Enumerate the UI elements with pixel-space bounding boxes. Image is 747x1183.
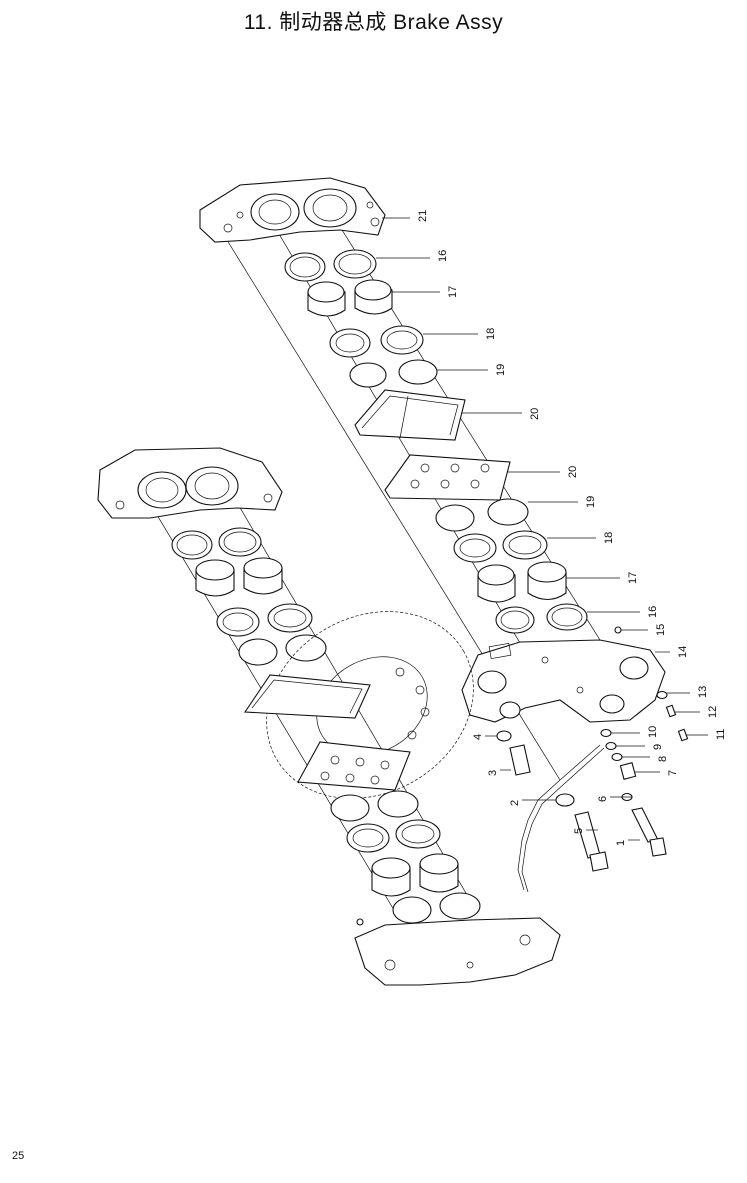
callout-5: 5 xyxy=(573,828,585,834)
brake-pad-upper xyxy=(354,389,466,441)
leader-lines xyxy=(376,217,708,841)
seal-ring-pair xyxy=(284,249,377,282)
callout-15: 15 xyxy=(655,624,667,636)
brake-pad-left xyxy=(244,674,371,719)
bolts xyxy=(509,744,667,872)
piston-ring-pair-left xyxy=(216,603,313,637)
small-fittings xyxy=(496,626,689,807)
dust-cover-pair-left xyxy=(238,634,327,666)
callout-18: 18 xyxy=(603,532,615,544)
callout-21: 21 xyxy=(417,210,429,222)
page-title: 11. 制动器总成 Brake Assy xyxy=(243,11,504,34)
callout-16: 16 xyxy=(437,250,449,262)
callout-12: 12 xyxy=(707,706,719,718)
pad-back-plate-left xyxy=(297,741,411,791)
callout-20: 20 xyxy=(567,466,579,478)
callout-10: 10 xyxy=(647,726,659,738)
callout-13: 13 xyxy=(697,686,709,698)
caliper-half-lower xyxy=(354,917,561,986)
callout-7: 7 xyxy=(667,770,679,776)
callout-18: 18 xyxy=(485,328,497,340)
dust-cover-pair xyxy=(349,359,438,388)
callout-4: 4 xyxy=(472,734,484,740)
seal-ring-pair-left xyxy=(171,527,262,560)
piston-pair-left xyxy=(195,557,283,597)
callout-1: 1 xyxy=(615,840,627,846)
piston-ring-pair-lower xyxy=(453,530,548,563)
page-number: 25 xyxy=(12,1150,25,1162)
callout-9: 9 xyxy=(652,744,664,750)
seal-ring-pair-lower xyxy=(495,603,588,634)
brake-disc xyxy=(266,611,474,799)
callout-17: 17 xyxy=(627,572,639,584)
dust-cover-pair-lower xyxy=(435,498,529,532)
caliper-body-right xyxy=(461,639,666,723)
brake-pipe xyxy=(517,744,601,891)
caliper-half-left xyxy=(97,447,283,519)
callout-2: 2 xyxy=(509,800,521,806)
callout-19: 19 xyxy=(495,364,507,376)
brake-pipe xyxy=(521,747,605,893)
callout-14: 14 xyxy=(677,646,689,658)
caliper-half-upper xyxy=(199,177,386,243)
piston-pair-lower xyxy=(477,561,567,603)
callout-20: 20 xyxy=(529,408,541,420)
piston-ring-pair xyxy=(329,325,424,358)
seal-ring-pair-left-lower xyxy=(330,790,441,853)
pad-back-plate-upper xyxy=(384,454,511,501)
callout-11: 11 xyxy=(715,729,727,740)
callout-16: 16 xyxy=(647,606,659,618)
callout-17: 17 xyxy=(447,286,459,298)
callout-labels: 21 16 17 18 19 20 20 19 18 17 16 15 14 1… xyxy=(417,210,727,846)
callout-6: 6 xyxy=(597,796,609,802)
callout-8: 8 xyxy=(657,756,669,762)
callout-19: 19 xyxy=(585,496,597,508)
callout-3: 3 xyxy=(487,770,499,776)
piston-pair xyxy=(307,279,393,317)
piston-pair-left-lower xyxy=(371,853,481,924)
